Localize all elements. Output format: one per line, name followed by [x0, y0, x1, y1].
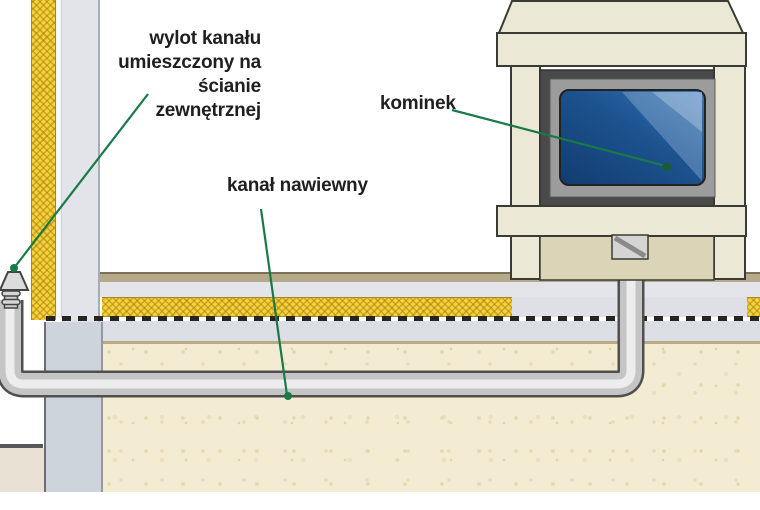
duct-connector-hatch — [613, 235, 647, 259]
outlet-rib-bottom — [1, 298, 21, 306]
ground-sand-fill — [103, 341, 760, 492]
floor-insulation-left — [102, 297, 512, 317]
glass-reflection — [622, 92, 702, 181]
fireplace-right-pillar — [713, 65, 746, 280]
label-wall-outlet: wylot kanału umieszczony na ścianie zewn… — [118, 27, 261, 123]
wall-masonry — [62, 0, 100, 322]
wall-insulation-layer — [31, 0, 56, 320]
label-wall-outlet-line4: zewnętrznej — [155, 100, 262, 121]
damp-proof-dashed-line — [46, 316, 760, 321]
label-supply-duct: kanał nawiewny — [227, 175, 368, 196]
leader-line-fireplace — [451, 108, 667, 168]
exterior-soil — [0, 448, 44, 492]
leader-line-outlet — [13, 93, 149, 269]
leader-dot-duct — [284, 392, 292, 400]
floor-insulation-right — [747, 297, 760, 317]
wall-air-gap — [56, 0, 62, 318]
label-wall-outlet-line1: wylot kanału — [149, 28, 261, 49]
label-wall-outlet-line2: umieszczony na — [118, 52, 261, 73]
bottom-white-margin — [0, 492, 760, 510]
leader-dot-outlet — [10, 264, 18, 272]
exterior-grade-line — [0, 444, 43, 448]
fireplace-graphic — [496, 0, 747, 281]
wall-outlet-cowl — [0, 271, 30, 291]
floor-screed-layer — [100, 282, 760, 297]
glass-reflection-bright — [652, 92, 702, 132]
duct-highlight — [5, 256, 636, 389]
floor-finish-layer — [100, 272, 760, 282]
label-wall-outlet-line3: ścianie — [197, 76, 261, 97]
foundation-wall — [44, 322, 103, 492]
fireplace-beam — [496, 205, 747, 237]
leader-line-duct — [259, 208, 289, 396]
leader-dot-fireplace — [662, 162, 672, 172]
label-fireplace: kominek — [380, 93, 456, 114]
floor-slab-layer — [100, 321, 760, 341]
fireplace-shelf — [496, 32, 747, 67]
fireplace-left-pillar — [510, 65, 541, 280]
